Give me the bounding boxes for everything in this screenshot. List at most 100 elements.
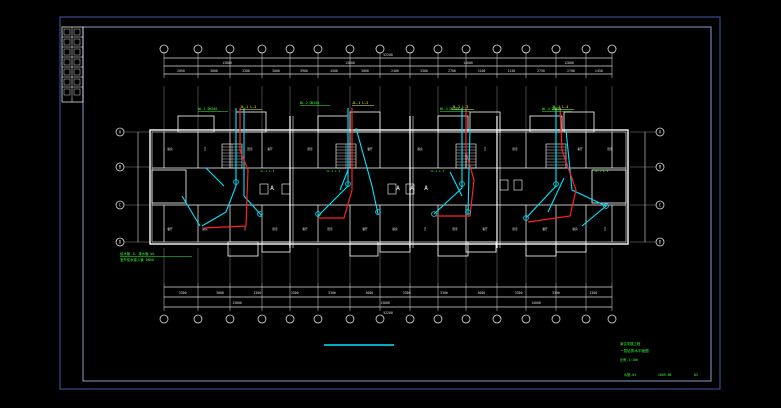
axis-bubble-top (607, 44, 617, 54)
axis-label-left: D (119, 240, 122, 245)
riser-circle (345, 181, 351, 187)
room-label: 卧室 (307, 147, 313, 151)
bay-window (437, 115, 469, 133)
axis-bubble-bottom (159, 314, 169, 324)
strip-mark (63, 88, 71, 96)
dim-text-bottom: 3300 (552, 291, 560, 295)
red-drain-pipe (436, 108, 475, 217)
cyan-pipe (339, 169, 349, 191)
strip-mark (63, 78, 71, 86)
axis-bubble-top (551, 44, 561, 54)
axis-label-right: D (659, 240, 662, 245)
axis-bubble-bottom (225, 314, 235, 324)
dim-text-top: 3900 (300, 69, 308, 73)
dim-text-bottom2: 13800 (232, 301, 242, 305)
axis-bubble-top (159, 44, 169, 54)
balcony (379, 241, 411, 253)
riser-circle (465, 209, 471, 215)
fixture (281, 183, 291, 195)
riser-circle (603, 203, 609, 209)
red-drain-pipe (203, 108, 249, 229)
room-label: 卧室 (247, 147, 253, 151)
pipe-note-mid: JL-1 L-4 (594, 169, 609, 173)
bay-window (177, 115, 215, 133)
room-label: 餐厅 (367, 147, 373, 151)
cyan-pipe (467, 127, 471, 215)
strip-mark (63, 38, 71, 46)
riser-label: JL-1 L-1 (240, 105, 256, 109)
riser-circle (553, 181, 559, 187)
cyan-pipe (547, 177, 565, 213)
cyan-pipe (317, 108, 349, 217)
title-name: 一层给排水平面图 (620, 348, 649, 353)
room-label: 客厅 (267, 147, 273, 151)
dim-text-top: 4500 (330, 69, 338, 73)
dim-text-bottom: 3000 (477, 291, 485, 295)
pipe-note-mid: JL-1 L-3 (430, 169, 445, 173)
axis-label-left: B (119, 165, 122, 170)
stairwell (335, 143, 357, 169)
strip-mark (73, 68, 81, 76)
riser-circle (233, 179, 239, 185)
balcony (349, 241, 379, 257)
title-project: 某住宅楼工程 (620, 341, 641, 346)
riser-label: JL-1 L-3 (452, 105, 468, 109)
dim-text-top: 3300 (242, 69, 250, 73)
red-drain-pipe (527, 107, 577, 223)
fixture (499, 179, 509, 191)
room-label: 卧室 (512, 147, 518, 151)
strip-mark (73, 28, 81, 36)
legend-note-1: 给水管 JL 排水管 WL (120, 251, 155, 256)
dim-text-overall: 52200 (383, 311, 393, 315)
room-label: 餐厅 (542, 227, 548, 231)
left-title-strip (61, 26, 84, 103)
room-label: 厨房 (167, 147, 173, 151)
balcony (555, 241, 587, 253)
stairwell (221, 143, 243, 169)
drain-pipes (203, 107, 577, 229)
axis-label-left: C (119, 203, 122, 208)
cyan-pipe (449, 171, 463, 197)
room-label: 厨房 (572, 227, 578, 231)
stair-wing (591, 169, 627, 204)
room-label: 卫 (604, 228, 607, 231)
axis-label-right: C (659, 203, 662, 208)
axis-bubble-top (193, 44, 203, 54)
axis-bubble-top (405, 44, 415, 54)
riser-label: JL-1 L-2 (352, 101, 368, 105)
axis-bubble-bottom (375, 314, 385, 324)
cyan-pipe (201, 108, 237, 227)
fixture-mark: A (270, 185, 274, 192)
room-label: 餐厅 (167, 227, 173, 231)
room-label: 卧室 (512, 227, 518, 231)
room-label: 餐厅 (362, 227, 368, 231)
balcony (437, 241, 469, 257)
dim-text-top: 3000 (361, 69, 369, 73)
axis-bubble-top (345, 44, 355, 54)
pipe-note-mid: JL-1 L-1 (260, 169, 275, 173)
fixture (259, 183, 269, 195)
riser-circle (459, 181, 465, 187)
strip-mark (63, 58, 71, 66)
riser-label: JL-1 L-4 (552, 105, 568, 109)
dim-text-top: 3000 (210, 69, 218, 73)
dim-text-top: 2400 (391, 69, 399, 73)
dim-text-top2: 13800 (222, 61, 232, 65)
dim-text-bottom: 3000 (216, 291, 224, 295)
strip-mark (63, 68, 71, 76)
room-label: 卫 (484, 148, 487, 151)
axis-bubble-bottom (551, 314, 561, 324)
axis-bubble-top (521, 44, 531, 54)
fixture (513, 179, 523, 191)
room-label: 卫 (204, 148, 207, 151)
bay-window (563, 111, 595, 133)
dim-text-top: 3000 (272, 69, 280, 73)
dim-text-top2: 12800 (564, 61, 574, 65)
dim-text-bottom: 3300 (328, 291, 336, 295)
fixture (405, 183, 415, 195)
cyan-pipe (243, 108, 263, 217)
